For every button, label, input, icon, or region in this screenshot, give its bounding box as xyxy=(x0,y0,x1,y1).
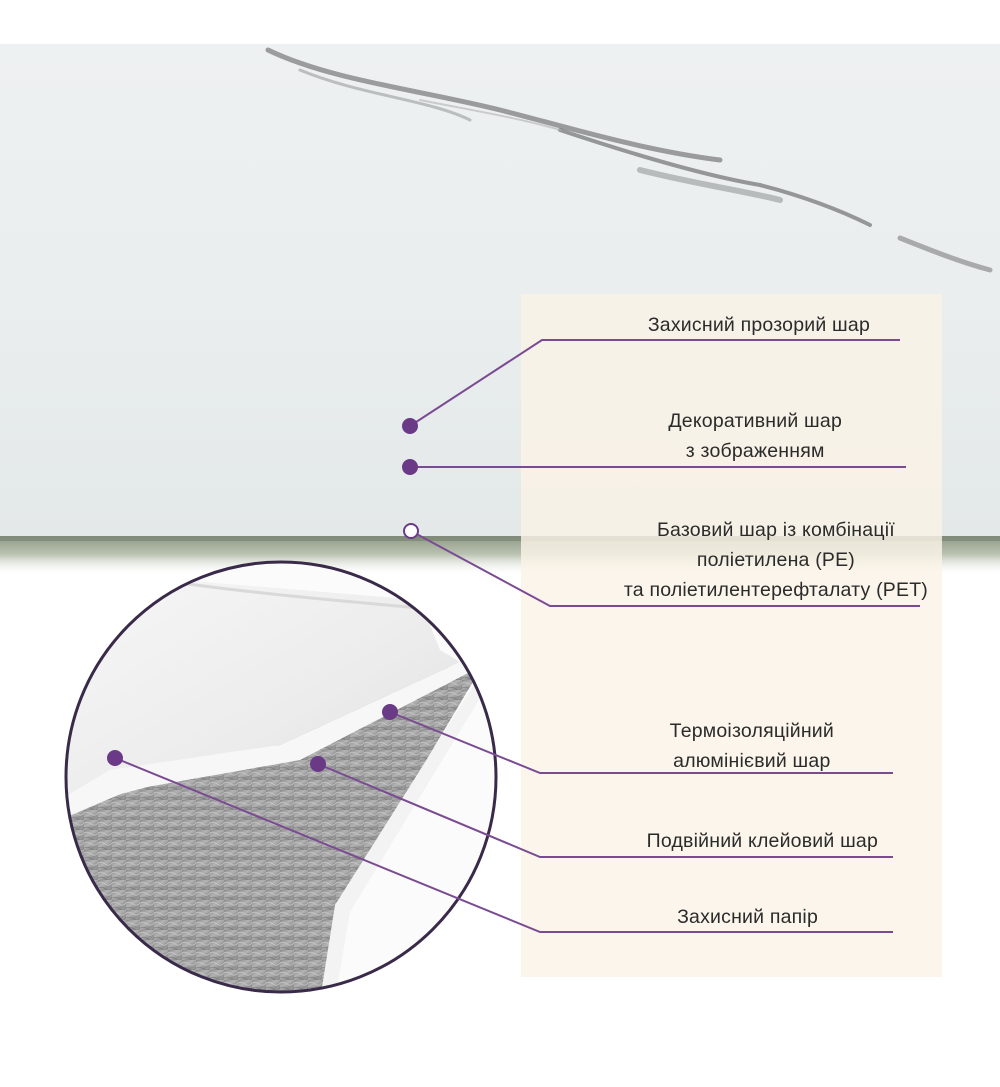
label-protective-paper: Захисний папір xyxy=(677,902,818,932)
top-sheet xyxy=(66,570,460,800)
foil-layer xyxy=(66,665,480,992)
leader-base xyxy=(410,530,920,607)
label-line: Декоративний шар xyxy=(668,410,842,432)
label-line: та поліетилентерефталату (PET) xyxy=(623,579,928,601)
label-line: з зображенням xyxy=(685,440,825,462)
label-line: Захисний прозорий шар xyxy=(647,314,870,336)
label-line: алюмінієвий шар xyxy=(673,750,831,772)
leader-protective-paper xyxy=(114,757,893,933)
marker-base-hollow-dot xyxy=(403,523,419,539)
label-adhesive-layer: Подвійний клейовий шар xyxy=(647,826,878,856)
leader-thermal xyxy=(389,711,893,774)
label-line: Подвійний клейовий шар xyxy=(646,830,878,852)
label-thermal-layer: Термоізоляційний алюмінієвий шар xyxy=(670,716,834,776)
label-line: Базовий шар із комбінації xyxy=(657,519,895,541)
leader-protective-clear xyxy=(409,339,900,427)
marble-veins xyxy=(265,47,993,273)
marker-thermal-filled-dot xyxy=(382,704,398,720)
label-base-layer: Базовий шар із комбінації поліетилена (P… xyxy=(624,515,928,605)
label-line: Термоізоляційний xyxy=(669,720,834,742)
marker-decorative-filled-dot xyxy=(402,459,418,475)
leader-adhesive xyxy=(317,763,893,858)
magnified-circle xyxy=(66,562,496,992)
marker-protective-paper-filled-dot xyxy=(107,750,123,766)
label-line: Захисний папір xyxy=(677,906,818,928)
label-protective-clear-layer: Захисний прозорий шар xyxy=(648,310,870,340)
magnifier-outline xyxy=(64,560,498,994)
label-panel xyxy=(521,294,942,977)
label-decorative-layer: Декоративний шар з зображенням xyxy=(668,406,842,466)
marker-protective-clear-filled-dot xyxy=(402,418,418,434)
marker-adhesive-filled-dot xyxy=(310,756,326,772)
label-line: поліетилена (PE) xyxy=(696,549,856,571)
